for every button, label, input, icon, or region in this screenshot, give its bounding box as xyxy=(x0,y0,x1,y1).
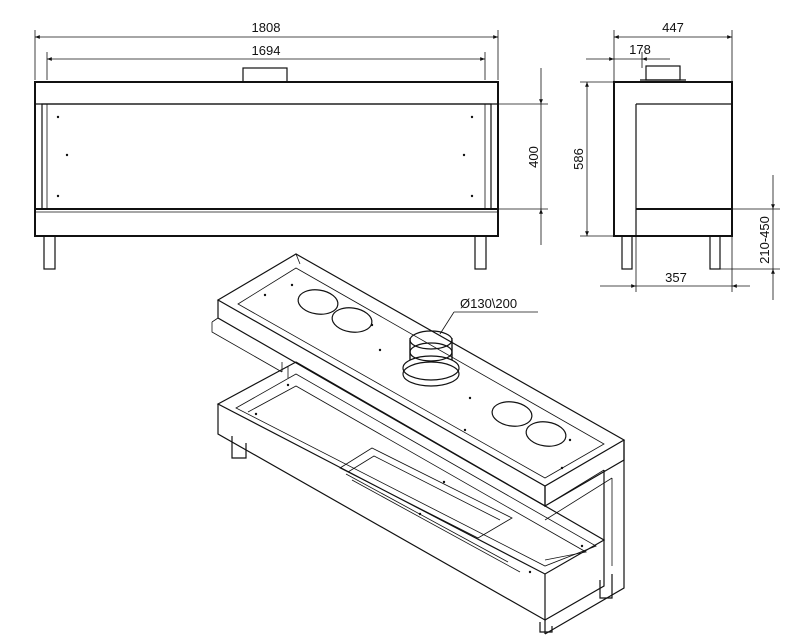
glass-height-label: 400 xyxy=(526,146,541,168)
leg-depth-label: 357 xyxy=(665,270,687,285)
iso-right-side-panel xyxy=(544,440,625,635)
iso-leg-front-right xyxy=(539,622,553,633)
front-right-leg xyxy=(474,235,487,270)
flue-stub xyxy=(242,67,288,83)
flue-offset-label: 178 xyxy=(629,42,651,57)
depth-label: 447 xyxy=(662,20,684,35)
flue-diameter-label: Ø130\200 xyxy=(460,296,517,311)
iso-base xyxy=(216,361,606,575)
top-vent-hole xyxy=(491,401,533,427)
top-vent-hole xyxy=(525,421,567,447)
burner-tray xyxy=(339,447,513,539)
inner-width-label: 1694 xyxy=(252,43,281,58)
side-front-leg xyxy=(621,235,633,270)
leg-height-label: 210-450 xyxy=(757,216,772,264)
side-rear-leg xyxy=(709,235,721,270)
front-body xyxy=(34,81,499,237)
glass-panel xyxy=(41,103,492,210)
flue-collar xyxy=(402,330,460,387)
front-view: 1808 1694 400 xyxy=(34,20,548,270)
side-body xyxy=(613,81,733,237)
front-left-leg xyxy=(43,235,56,270)
side-view: 447 178 586 210-450 xyxy=(571,20,780,300)
iso-leg-front-left xyxy=(231,436,247,459)
iso-leg-rear-right xyxy=(599,574,613,599)
top-vent-hole xyxy=(331,307,373,333)
overall-width-label: 1808 xyxy=(252,20,281,35)
top-vent-hole xyxy=(297,289,339,315)
total-height-label: 586 xyxy=(571,148,586,170)
isometric-view: Ø130\200 xyxy=(211,253,626,635)
